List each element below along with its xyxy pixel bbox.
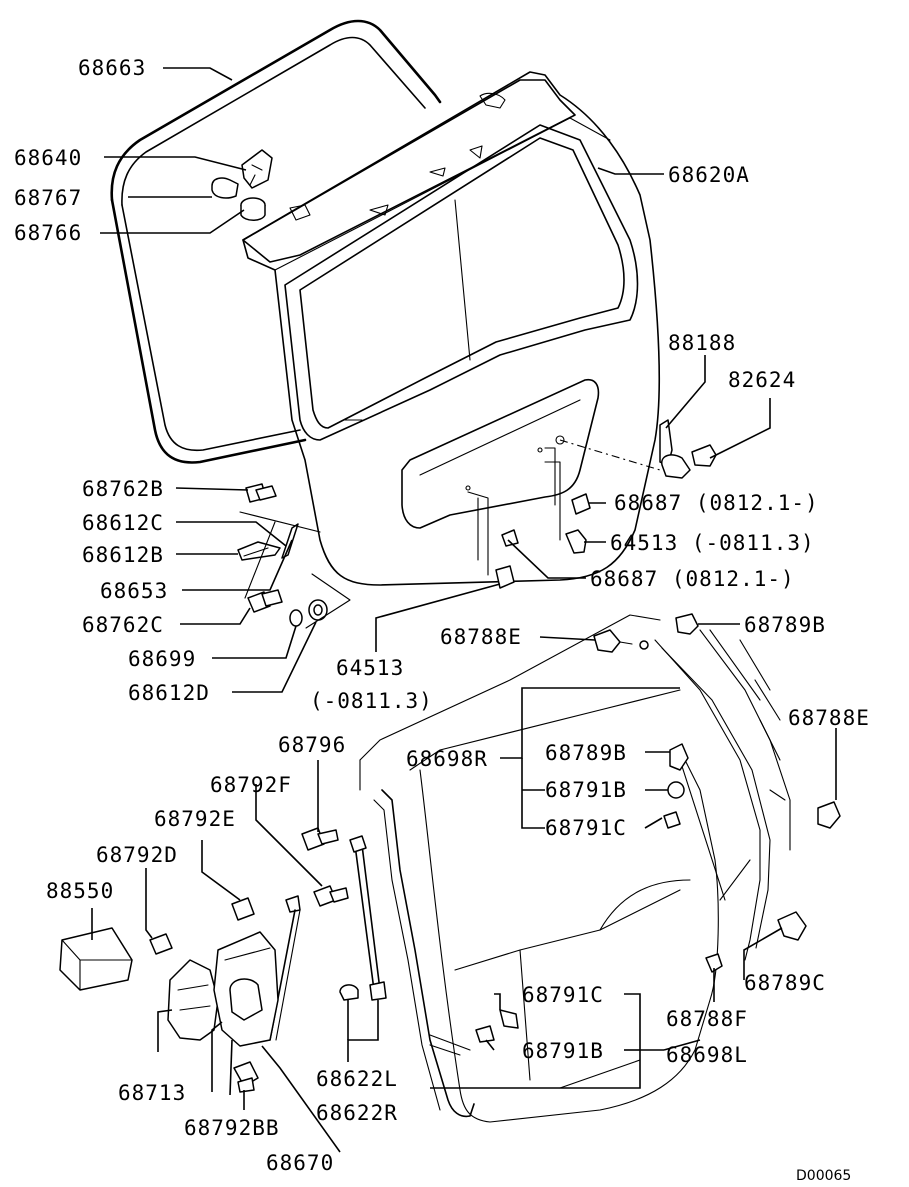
label-68699: 68699: [128, 647, 196, 671]
bolt-68792BB: [233, 1061, 259, 1093]
label-68622L: 68622L: [316, 1067, 398, 1091]
label-68791C-top: 68791C: [545, 816, 627, 840]
hinge-68612B: [237, 541, 281, 561]
label-68767: 68767: [14, 186, 82, 210]
label-88550: 88550: [46, 879, 114, 903]
label-68789B-top: 68789B: [744, 613, 826, 637]
bolt-68792D: [231, 897, 255, 921]
leader-lines: [91, 67, 837, 1153]
control-unit-88550: [59, 927, 133, 991]
clip-68789B-mid: [669, 743, 689, 771]
label-68792BB: 68792BB: [184, 1116, 280, 1140]
label-68612B: 68612B: [82, 543, 164, 567]
gas-strut-68622: [339, 835, 387, 1001]
clip-68767: [211, 177, 239, 199]
latch-68713: [167, 959, 219, 1041]
label-68792E: 68792E: [154, 807, 236, 831]
label-68762B: 68762B: [82, 477, 164, 501]
label-68622R: 68622R: [316, 1101, 398, 1125]
bushing-68612D: [305, 573, 351, 629]
sensor-88188: [559, 419, 691, 479]
bolt-68792E: [313, 885, 349, 907]
label-68640: 68640: [14, 146, 82, 170]
tailgate-panel: [242, 71, 660, 586]
label-68788E-right: 68788E: [788, 706, 870, 730]
label-68788E-top: 68788E: [440, 625, 522, 649]
license-clips: [467, 447, 591, 589]
label-64513-left-range: (-0811.3): [310, 689, 433, 713]
bracket-82624: [691, 444, 717, 467]
label-68687-upper: 68687 (0812.1-): [614, 491, 819, 515]
clip-68789C: [777, 911, 807, 941]
label-64513-left: 64513: [336, 656, 404, 680]
clip-68791C-top: [663, 811, 681, 829]
label-68698L: 68698L: [666, 1043, 748, 1067]
label-68698R: 68698R: [406, 747, 488, 771]
bolt-68792F: [269, 895, 301, 1041]
clip-68791C-bot: [499, 1009, 519, 1029]
side-trim-68698R: [654, 629, 791, 961]
label-68762C: 68762C: [82, 613, 164, 637]
label-88188: 88188: [668, 331, 736, 355]
label-68612D: 68612D: [128, 681, 210, 705]
label-82624: 82624: [728, 368, 796, 392]
bumper-stop-68640: [241, 149, 273, 189]
clip-68788E-right: [817, 801, 841, 829]
clip-68789B-top: [675, 613, 699, 635]
hinge-bolt-68762B: [245, 483, 277, 503]
label-68789C: 68789C: [744, 971, 826, 995]
clip-68791B-top: [667, 781, 685, 799]
label-68653: 68653: [100, 579, 168, 603]
label-68792F: 68792F: [210, 773, 292, 797]
hinge-bolt-68762C: [247, 589, 283, 613]
label-68687-lower: 68687 (0812.1-): [590, 567, 795, 591]
cushion-68766: [240, 197, 266, 221]
weatherstrip-seal: [110, 19, 442, 464]
label-68766: 68766: [14, 221, 82, 245]
side-trim-68698L: [373, 789, 475, 1118]
washer-68699: [289, 609, 303, 627]
hinge-cover-68653: [239, 511, 321, 599]
clip-68791B-bot: [475, 1025, 495, 1043]
label-68791B-top: 68791B: [545, 778, 627, 802]
label-64513-upper: 64513 (-0811.3): [610, 531, 815, 555]
bolt-68796: [301, 827, 339, 851]
label-68670: 68670: [266, 1151, 334, 1175]
bolt-88550-side: [149, 933, 173, 955]
label-68620A: 68620A: [668, 163, 750, 187]
label-68791B-bot: 68791B: [522, 1039, 604, 1063]
screw-68788F: [705, 953, 723, 973]
diagram-code: D00065: [796, 1168, 851, 1184]
label-68791C-bot: 68791C: [522, 983, 604, 1007]
label-68796: 68796: [278, 733, 346, 757]
label-68663: 68663: [78, 56, 146, 80]
clip-68788E-top: [593, 629, 649, 653]
label-68789B-mid: 68789B: [545, 741, 627, 765]
actuator-68670: [213, 931, 279, 1047]
trim-panel-outline: [359, 614, 719, 1123]
label-68792D: 68792D: [96, 843, 178, 867]
label-68713: 68713: [118, 1081, 186, 1105]
label-68788F: 68788F: [666, 1007, 748, 1031]
label-68612C: 68612C: [82, 511, 164, 535]
